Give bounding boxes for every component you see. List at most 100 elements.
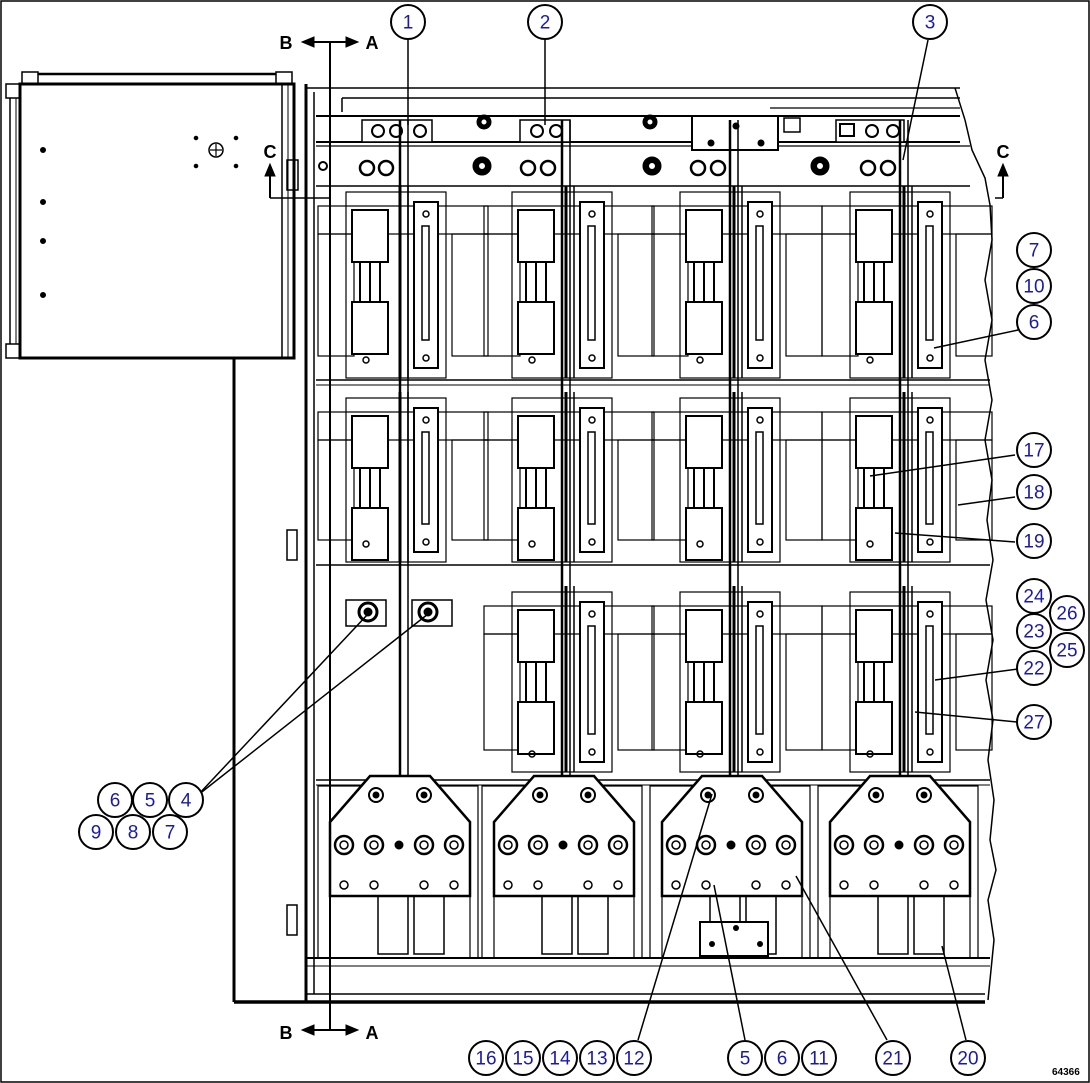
callout-22: 22: [1016, 650, 1052, 686]
callout-number: 16: [475, 1049, 496, 1070]
callout-number: 1: [403, 13, 414, 34]
callout-24: 24: [1016, 578, 1052, 614]
top-busbar-hardware: [318, 114, 905, 177]
callout-15: 15: [505, 1040, 541, 1076]
callout-circle: [1016, 650, 1052, 686]
terminal-boards: [317, 774, 979, 959]
callout-circle: [1016, 268, 1052, 304]
callout-5: 5: [727, 1040, 763, 1076]
cabinet-frame: [234, 84, 997, 1004]
callout-3: 3: [912, 4, 948, 40]
callout-circle: [1049, 632, 1085, 668]
callout-11: 11: [801, 1040, 837, 1076]
callout-10: 10: [1016, 268, 1052, 304]
callout-circle: [579, 1040, 615, 1076]
callout-23: 23: [1016, 613, 1052, 649]
rectifier-module: [317, 392, 489, 563]
rectifier-module: [821, 392, 993, 563]
callout-circle: [616, 1040, 652, 1076]
callout-4: 4: [168, 782, 204, 818]
callout-number: 5: [145, 791, 156, 812]
callout-6: 6: [1016, 304, 1052, 340]
callout-number: 13: [586, 1049, 607, 1070]
callout-circle: [1016, 523, 1052, 559]
callout-circle: [78, 814, 114, 850]
callout-6: 6: [764, 1040, 800, 1076]
terminal-board: [817, 774, 979, 959]
callout-circle: [390, 4, 426, 40]
rectifier-module: [651, 392, 823, 563]
callout-20: 20: [950, 1040, 986, 1076]
callout-circle: [468, 1040, 504, 1076]
rectifier-module: [483, 586, 655, 773]
rectifier-columns: [317, 120, 993, 790]
callout-18: 18: [1016, 474, 1052, 510]
callout-circle: [950, 1040, 986, 1076]
callout-9: 9: [78, 814, 114, 850]
callout-circle: [542, 1040, 578, 1076]
callout-number: 15: [512, 1049, 533, 1070]
callout-circle: [801, 1040, 837, 1076]
callout-number: 18: [1023, 483, 1044, 504]
callout-number: 22: [1023, 659, 1044, 680]
callout-25: 25: [1049, 632, 1085, 668]
callout-number: 14: [549, 1049, 571, 1070]
rectifier-module: [483, 186, 655, 379]
callout-number: 6: [110, 791, 121, 812]
callout-leaders: [197, 39, 1019, 1041]
callout-number: 19: [1023, 532, 1044, 553]
callout-number: 24: [1023, 587, 1045, 608]
callout-5: 5: [132, 782, 168, 818]
callout-8: 8: [115, 814, 151, 850]
callout-circle: [1016, 304, 1052, 340]
figure-code: 64366: [1052, 1067, 1080, 1078]
terminal-board: [317, 774, 479, 959]
section-label-c-left: C: [264, 142, 277, 162]
callout-number: 23: [1023, 622, 1044, 643]
callout-14: 14: [542, 1040, 578, 1076]
callout-number: 20: [957, 1049, 978, 1070]
callout-27: 27: [1016, 704, 1052, 740]
rectifier-module: [821, 586, 993, 773]
callout-circle: [764, 1040, 800, 1076]
section-line-ba: [300, 36, 360, 1036]
callout-circle: [912, 4, 948, 40]
callout-number: 21: [882, 1049, 903, 1070]
callout-circle: [875, 1040, 911, 1076]
callout-number: 7: [165, 823, 176, 844]
section-label-b-top: B: [280, 33, 293, 53]
callout-26: 26: [1049, 595, 1085, 631]
callout-1: 1: [390, 4, 426, 40]
section-label-c-right: C: [997, 142, 1010, 162]
callout-7: 7: [1016, 232, 1052, 268]
rectifier-module: [651, 186, 823, 379]
callout-number: 25: [1056, 641, 1077, 662]
section-label-a-bottom: A: [366, 1023, 379, 1043]
rectifier-module: [651, 586, 823, 773]
callout-number: 27: [1023, 713, 1044, 734]
callout-number: 7: [1029, 241, 1040, 262]
terminal-board: [481, 774, 643, 959]
callout-number: 6: [777, 1049, 788, 1070]
callout-21: 21: [875, 1040, 911, 1076]
callout-circle: [1016, 613, 1052, 649]
callout-number: 17: [1023, 441, 1044, 462]
callout-circle: [132, 782, 168, 818]
callout-13: 13: [579, 1040, 615, 1076]
callout-circle: [168, 782, 204, 818]
callout-circle: [115, 814, 151, 850]
callout-number: 10: [1023, 277, 1044, 298]
callout-number: 11: [809, 1049, 829, 1070]
callout-circle: [1049, 595, 1085, 631]
side-control-box: [5, 71, 299, 1002]
callout-number: 6: [1029, 313, 1040, 334]
callout-7: 7: [152, 814, 188, 850]
callout-number: 26: [1056, 604, 1077, 625]
callout-6: 6: [97, 782, 133, 818]
callout-17: 17: [1016, 432, 1052, 468]
callout-circle: [152, 814, 188, 850]
rectifier-module: [483, 392, 655, 563]
